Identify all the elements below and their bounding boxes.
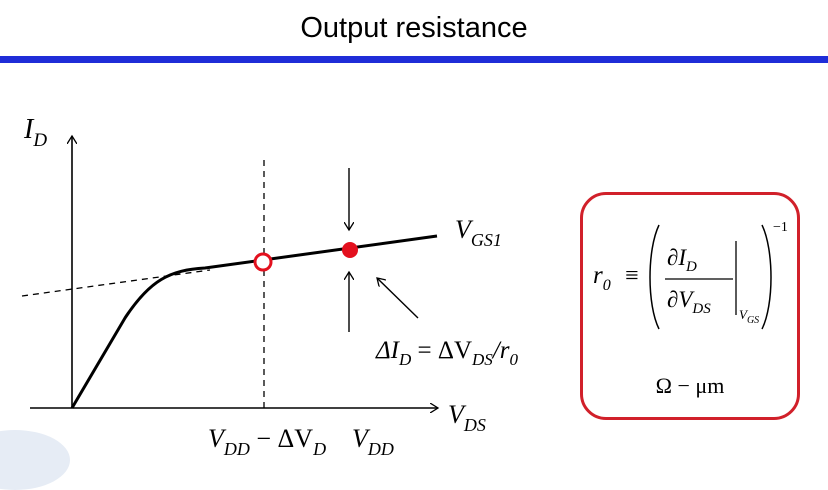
iv-diagram: ID VDS VGS1 VDD − ΔVD VDD ΔID = ΔVDS/r0 <box>21 114 518 459</box>
left-paren <box>649 224 660 330</box>
delta-id-equation: ΔID = ΔVDS/r0 <box>375 337 518 369</box>
open-circle-marker <box>253 252 273 272</box>
y-axis-label: ID <box>23 114 47 151</box>
curve-label: VGS1 <box>455 215 502 250</box>
slide-title: Output resistance <box>300 12 528 44</box>
formula-exponent: −1 <box>773 220 788 235</box>
formula-eval-sub: VGS <box>739 307 759 326</box>
formula-denominator: ∂VDS <box>667 287 711 317</box>
output-resistance-formula-box: r0 ≡ ∂ID ∂VDS VGS −1 Ω − μm <box>580 192 800 420</box>
filled-circle-marker <box>342 242 358 258</box>
formula-lhs: r0 <box>593 262 611 294</box>
formula-numerator: ∂ID <box>667 245 697 275</box>
pointer-arrow <box>377 278 419 319</box>
x-axis-label: VDS <box>448 400 486 435</box>
tick-vdd: VDD <box>352 424 394 459</box>
id-vds-curve <box>70 234 438 409</box>
right-paren <box>761 224 772 330</box>
formula-svg: r0 ≡ ∂ID ∂VDS VGS −1 <box>593 220 788 330</box>
formula-equiv: ≡ <box>625 263 639 289</box>
title-underline <box>0 56 828 63</box>
extrapolation-dashed-line <box>21 269 211 297</box>
formula-units: Ω − μm <box>655 373 725 398</box>
tick-vdd-minus-delta: VDD − ΔVD <box>208 424 326 459</box>
